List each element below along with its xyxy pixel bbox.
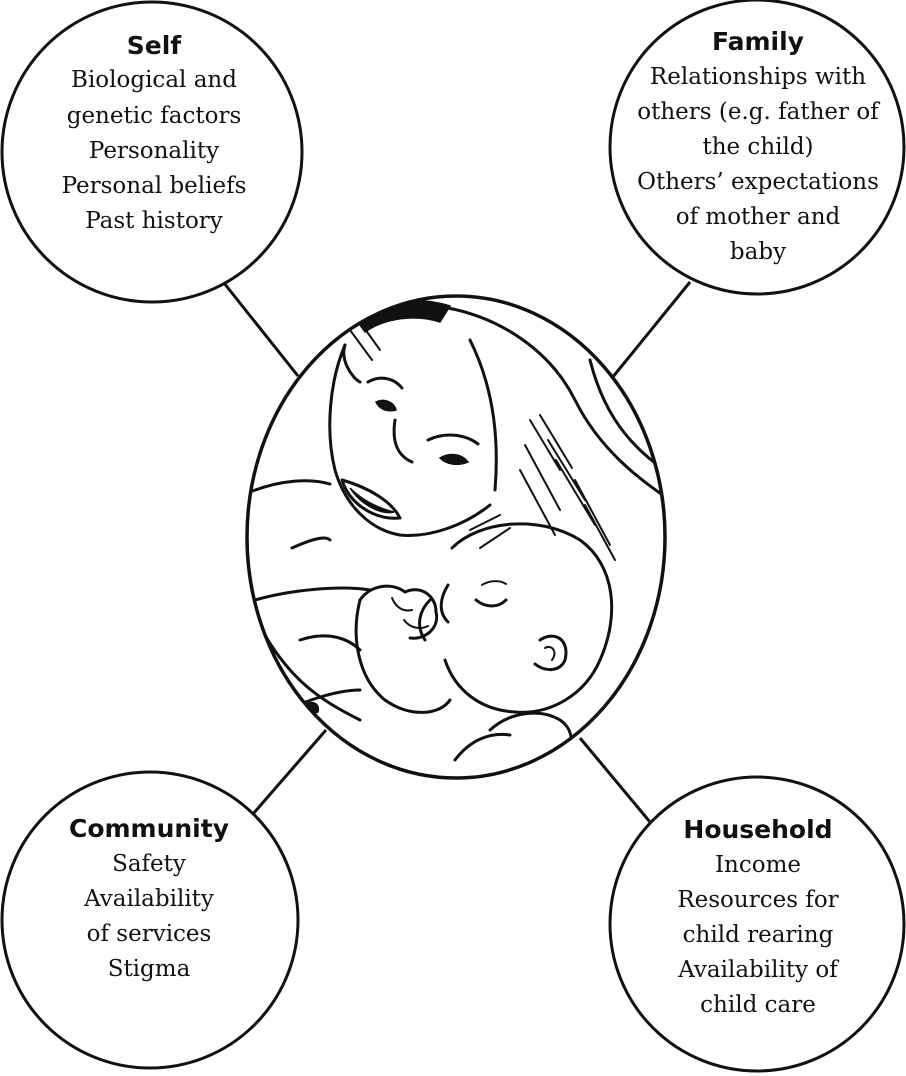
household-title: Household — [683, 815, 832, 844]
community-circle — [0, 770, 300, 1070]
self-circle — [0, 0, 304, 304]
household-line: Income — [715, 852, 801, 878]
family-line: Others’ expectations — [637, 169, 879, 195]
community-title: Community — [69, 814, 229, 843]
self-line: Personality — [89, 138, 219, 164]
family-circle — [608, 0, 906, 296]
connector-self — [218, 277, 300, 377]
self-title: Self — [127, 31, 183, 60]
community-line: Stigma — [108, 956, 191, 982]
self-line: genetic factors — [67, 103, 242, 129]
family-line: the child) — [702, 134, 813, 160]
mother-and-baby-illustration — [245, 294, 667, 780]
community-line: Availability — [83, 886, 214, 912]
household-node: Household Income Resources for child rea… — [608, 775, 906, 1073]
family-line: others (e.g. father of — [637, 99, 880, 125]
community-node: Community Safety Availability of service… — [0, 770, 300, 1070]
self-line: Personal beliefs — [62, 173, 247, 199]
family-node: Family Relationships with others (e.g. f… — [608, 0, 906, 296]
self-line: Biological and — [71, 67, 237, 93]
household-line: child care — [700, 992, 816, 1018]
connector-community — [244, 729, 328, 823]
household-line: Resources for — [677, 887, 838, 913]
family-title: Family — [712, 27, 804, 56]
household-circle — [608, 775, 906, 1073]
family-line: baby — [730, 239, 786, 265]
connector-household — [578, 737, 657, 829]
family-line: Relationships with — [650, 64, 866, 90]
community-line: of services — [87, 921, 212, 947]
connector-family — [610, 281, 692, 379]
household-line: child rearing — [683, 922, 834, 948]
self-line: Past history — [85, 208, 223, 234]
community-line: Safety — [112, 851, 186, 877]
self-node: Self Biological and genetic factors Pers… — [0, 0, 304, 304]
household-line: Availability of — [677, 957, 839, 983]
family-line: of mother and — [676, 204, 841, 230]
